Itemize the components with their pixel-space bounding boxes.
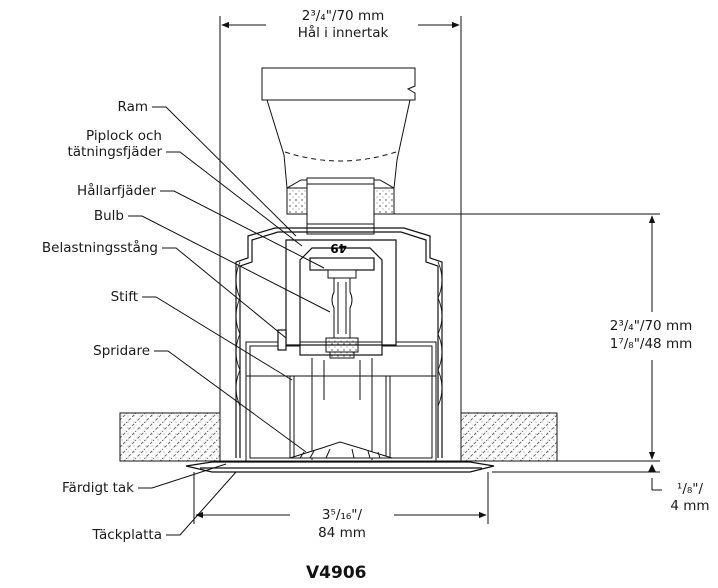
callout-spridare: Spridare <box>93 343 150 359</box>
pipe-fitting <box>261 67 416 235</box>
callout-tackplatta: Täckplatta <box>92 527 162 543</box>
callout-leaders <box>128 106 331 536</box>
callout-belastningsstang: Belastningsstång <box>41 240 158 256</box>
load-bar <box>325 337 359 359</box>
callout-piplock-line1: Piplock och <box>86 128 162 144</box>
hole-dimension-value: 2³/₄"/70 mm <box>301 8 385 24</box>
hole-dimension-caption: Hål i innertak <box>297 25 389 41</box>
callout-stift: Stift <box>110 289 138 305</box>
escutcheon-frame <box>235 227 443 458</box>
callout-ram: Ram <box>117 99 148 115</box>
figure-id: V4906 <box>306 563 367 583</box>
callout-piplock-line2: tätningsfjäder <box>67 144 162 160</box>
gap-dimension-value-2: 4 mm <box>670 498 710 514</box>
height-dimension-value-1: 2³/₄"/70 mm <box>609 318 693 334</box>
gap-dimension-value-1: ¹/₈"/ <box>676 481 704 497</box>
part-marking: 49 <box>330 241 347 255</box>
height-dimension-value-2: 1⁷/₈"/48 mm <box>609 336 693 352</box>
pins <box>311 358 373 460</box>
deflector <box>289 441 393 459</box>
callout-fardigt-tak: Färdigt tak <box>62 480 134 496</box>
glass-bulb <box>327 269 357 339</box>
cover-plate <box>185 461 495 473</box>
ceiling-right <box>460 412 558 462</box>
plate-dimension-value-2: 84 mm <box>318 525 366 541</box>
callout-hallarfjader: Hållarfjäder <box>77 183 156 199</box>
plate-dimension-value-1: 3⁵/₁₆"/ <box>321 507 363 523</box>
gap-arrow <box>648 464 656 472</box>
callout-bulb: Bulb <box>93 208 124 224</box>
ceiling-left <box>119 412 221 462</box>
